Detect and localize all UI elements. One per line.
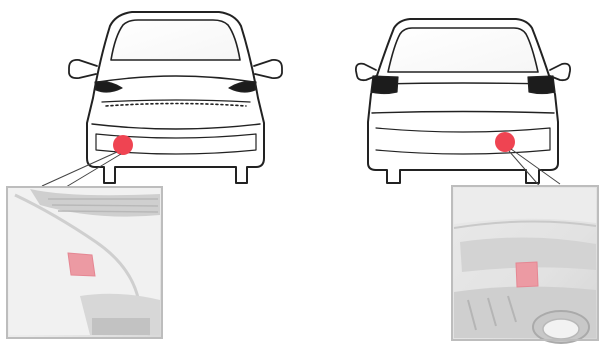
rear-window xyxy=(388,28,538,72)
rear-detail-top-surface xyxy=(454,188,596,224)
rear-taillight-left xyxy=(371,76,398,94)
rear-detail-zoom xyxy=(452,186,598,343)
tow-eye-cover-marker-rear xyxy=(495,132,515,152)
front-detail-lower-grille xyxy=(92,318,150,335)
rear-detail-exhaust-inner xyxy=(543,319,579,339)
front-detail-zoom xyxy=(7,187,162,338)
front-windshield xyxy=(111,20,240,60)
tow-eye-cover-rear xyxy=(516,262,538,287)
rear-taillight-right xyxy=(528,76,555,94)
front-mirror-right xyxy=(254,60,282,78)
front-mirror-left xyxy=(69,60,97,78)
rear-car-icon xyxy=(356,19,570,183)
tow-eye-cover-front xyxy=(68,253,95,276)
front-car-icon xyxy=(69,12,282,183)
